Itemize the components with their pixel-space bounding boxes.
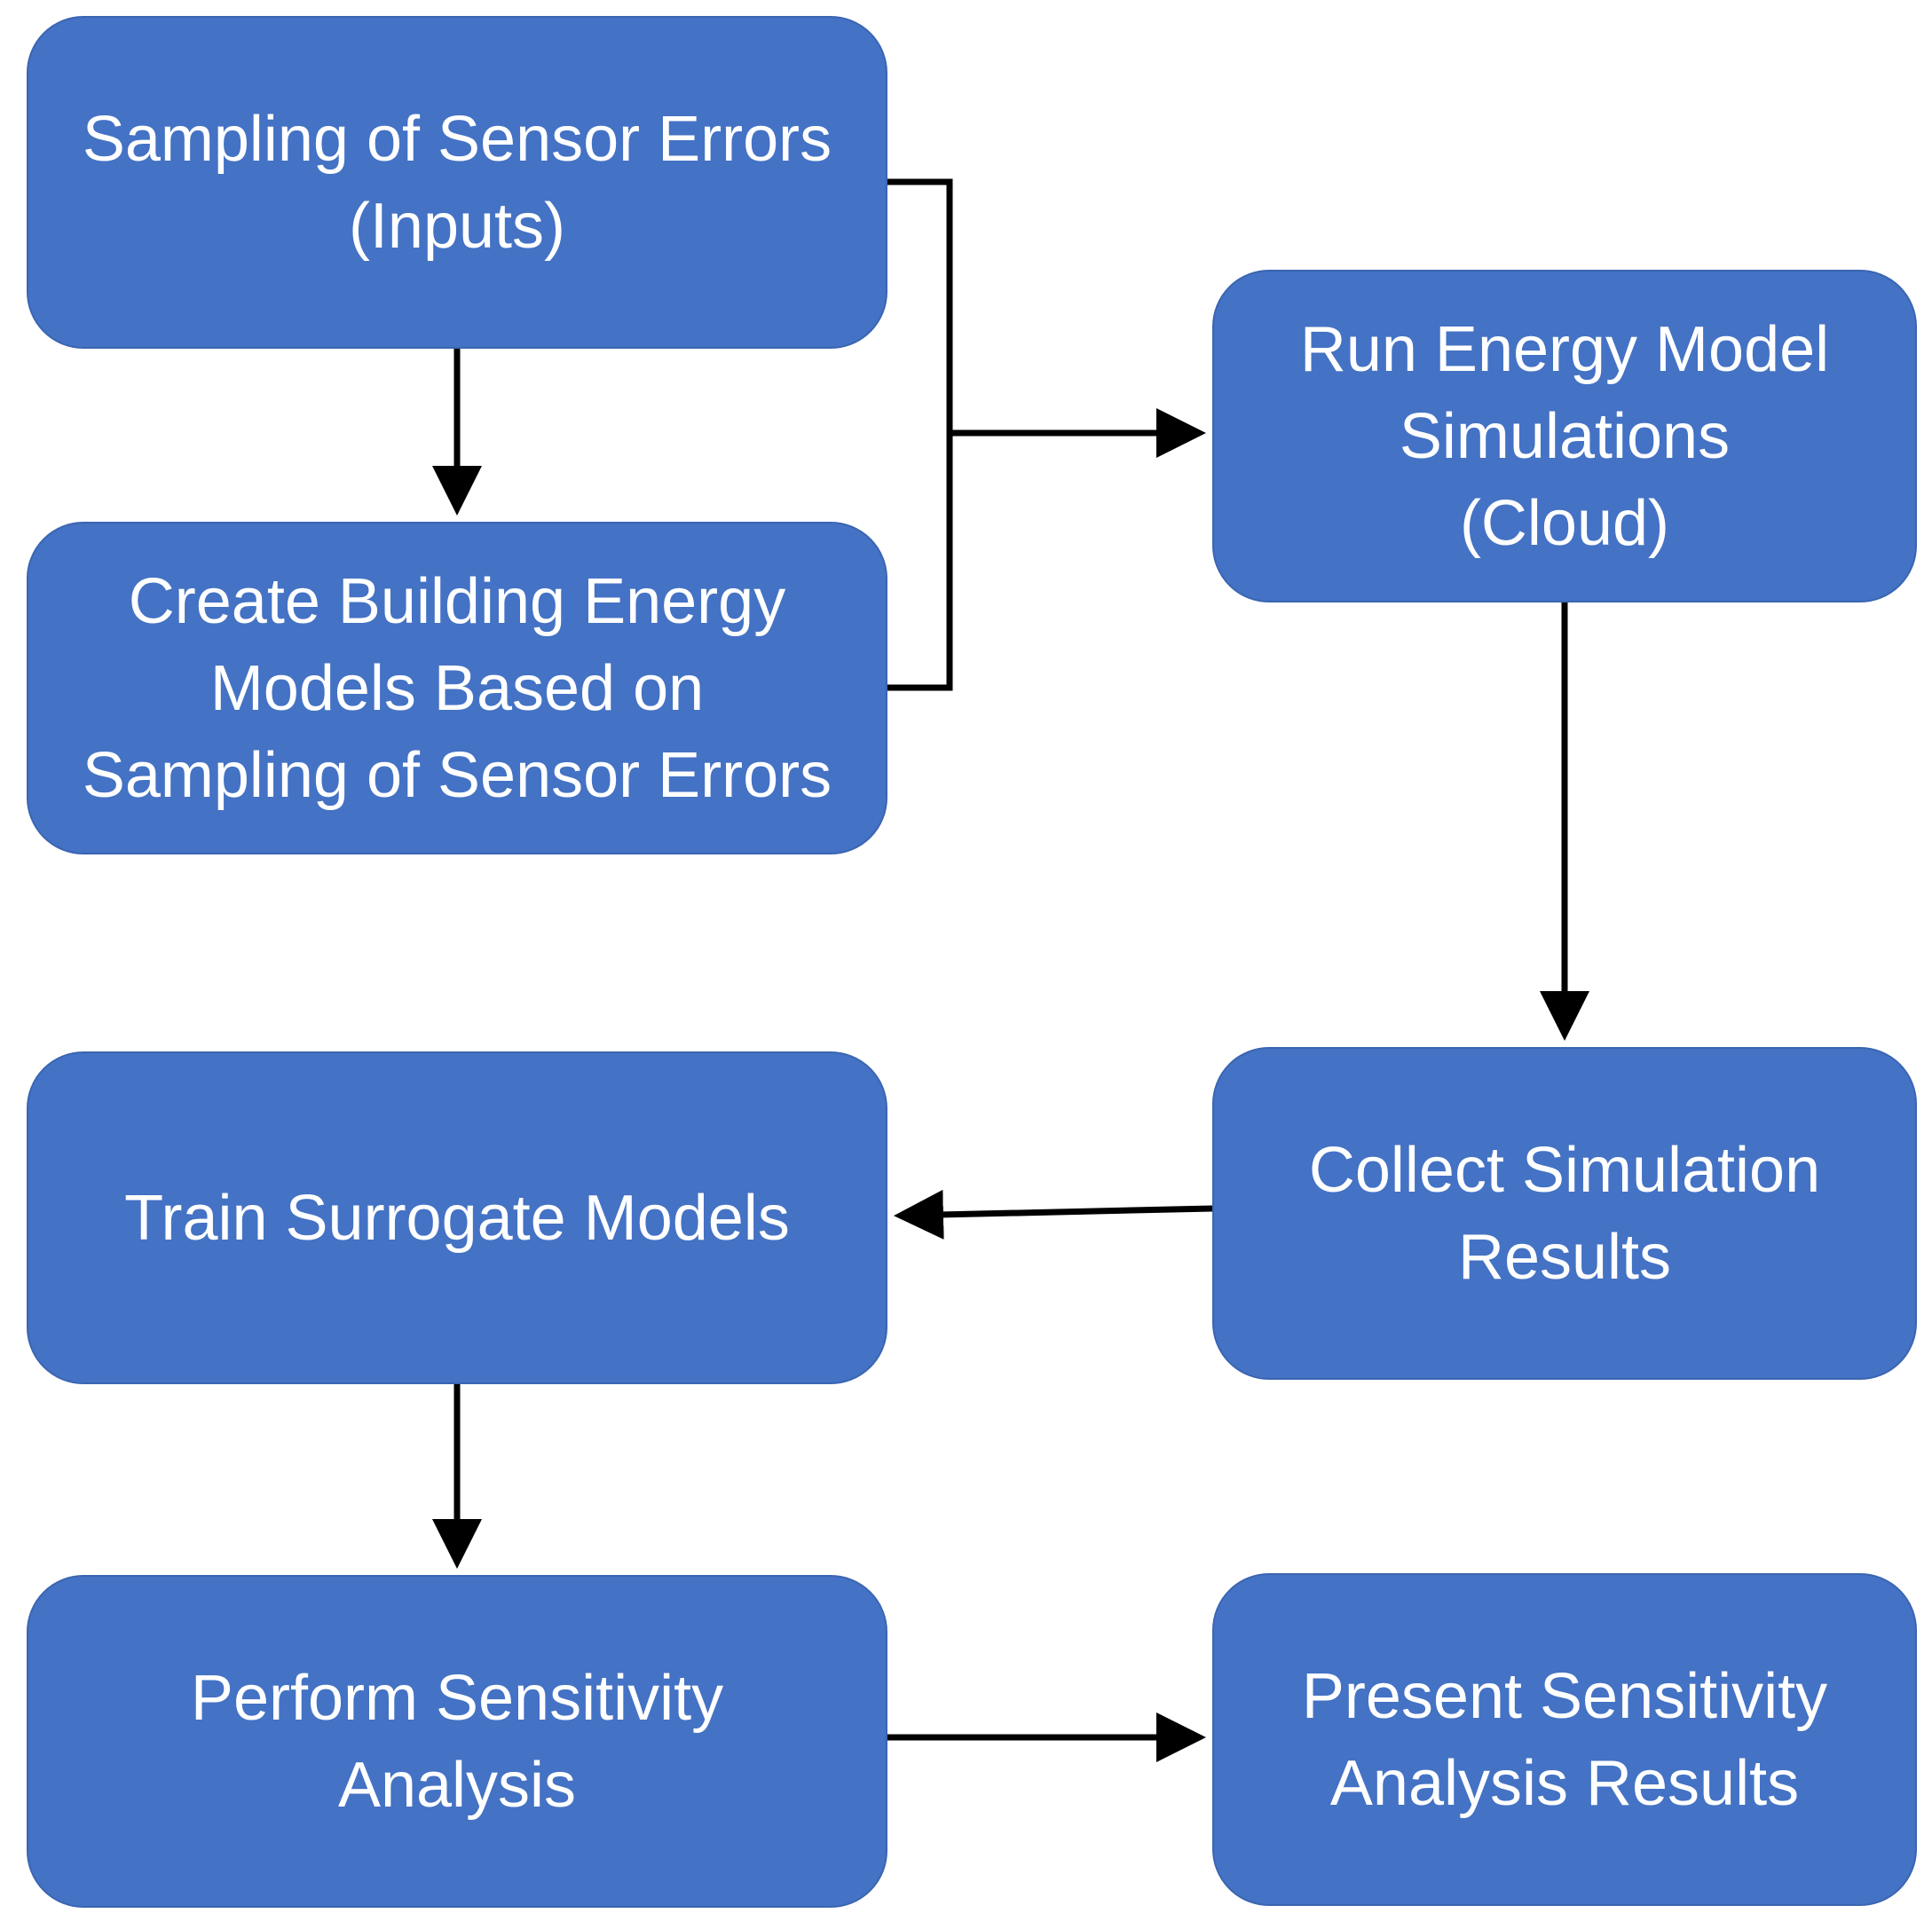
- create-building-energy-models-label: Create Building Energy Models Based on S…: [82, 565, 832, 811]
- bracket-connector: [887, 178, 953, 691]
- run-energy-model-simulations-box: Run Energy Model Simulations (Cloud): [1212, 270, 1917, 602]
- create-building-energy-models-box: Create Building Energy Models Based on S…: [27, 522, 887, 854]
- present-sensitivity-analysis-results-box: Present Sensitivity Analysis Results: [1212, 1573, 1917, 1906]
- collect-simulation-results-label: Collect Simulation Results: [1308, 1134, 1821, 1293]
- sampling-sensor-errors-box: Sampling of Sensor Errors (Inputs): [27, 16, 887, 349]
- sampling-sensor-errors-label: Sampling of Sensor Errors (Inputs): [82, 103, 832, 262]
- perform-sensitivity-analysis-box: Perform Sensitivity Analysis: [27, 1575, 887, 1908]
- arrow-collect-to-train: [894, 1189, 1213, 1240]
- perform-sensitivity-analysis-label: Perform Sensitivity Analysis: [190, 1662, 724, 1821]
- collect-simulation-results-box: Collect Simulation Results: [1212, 1047, 1917, 1380]
- train-surrogate-models-label: Train Surrogate Models: [124, 1182, 790, 1254]
- present-sensitivity-analysis-results-label: Present Sensitivity Analysis Results: [1301, 1660, 1828, 1819]
- run-energy-model-simulations-label: Run Energy Model Simulations (Cloud): [1299, 313, 1830, 559]
- train-surrogate-models-box: Train Surrogate Models: [27, 1051, 887, 1384]
